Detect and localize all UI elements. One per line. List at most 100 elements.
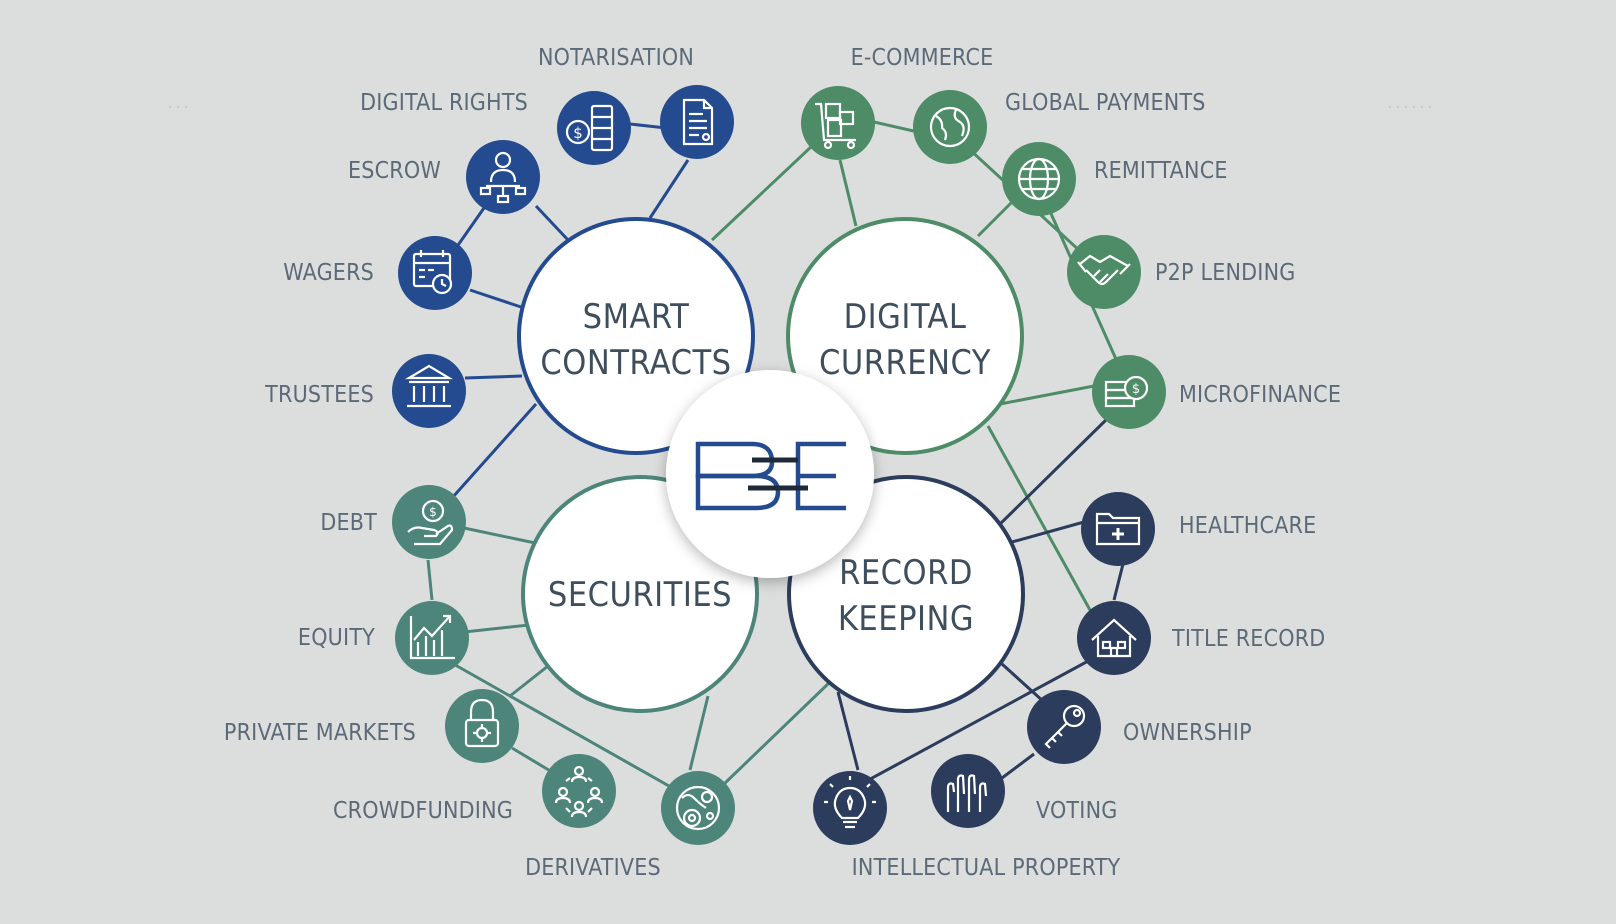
edge-smart-escrow [534, 204, 570, 242]
edge-privatemarkets-crowdfunding [511, 746, 553, 774]
node-label: MICROFINANCE [1179, 382, 1341, 408]
node-ownership[interactable]: OWNERSHIP [1027, 690, 1252, 764]
document-icon [682, 98, 714, 146]
edge-securities-privatemarkets [509, 664, 549, 698]
hand-coin-icon: $ [407, 499, 454, 546]
node-label: E-COMMERCE [851, 45, 994, 71]
node-voting[interactable]: VOTING [931, 754, 1117, 828]
edge-record-microfinance [996, 416, 1110, 528]
decor-dots [168, 105, 1432, 109]
raised-hands-icon [946, 774, 988, 812]
hub-label-line: CONTRACTS [540, 343, 731, 383]
node-notarisation[interactable]: NOTARISATION [538, 45, 734, 159]
node-derivatives[interactable]: DERIVATIVES [525, 771, 735, 881]
edge-currency-remittance [976, 200, 1014, 238]
edge-smart-debt [450, 403, 538, 499]
money-server-icon: $ [565, 104, 614, 152]
node-title-record[interactable]: TITLE RECORD [1077, 601, 1325, 675]
handshake-icon [1077, 254, 1131, 286]
node-intellectual-property[interactable]: INTELLECTUAL PROPERTY [813, 771, 1121, 881]
node-healthcare[interactable]: HEALTHCARE [1081, 492, 1316, 566]
bank-icon [405, 364, 453, 408]
node-private-markets[interactable]: PRIVATE MARKETS [224, 689, 519, 763]
edge-record-healthcare [1011, 520, 1085, 544]
key-icon [1044, 704, 1086, 749]
hub-label-line: CURRENCY [819, 343, 991, 383]
node-remittance[interactable]: REMITTANCE [1002, 142, 1228, 216]
node-trustees[interactable]: TRUSTEES [264, 354, 466, 428]
node-digital-rights[interactable]: $ DIGITAL RIGHTS [360, 90, 631, 165]
edge-securities-derivatives [688, 695, 710, 771]
hub-label-line: SMART [583, 297, 690, 337]
node-label: NOTARISATION [538, 45, 694, 71]
edge-titlerecord-ip [849, 658, 1091, 792]
people-cycle-icon [554, 765, 604, 818]
node-label: DEBT [320, 510, 377, 536]
edge-record-ownership [1000, 662, 1046, 704]
node-label: ESCROW [348, 158, 441, 184]
node-debt[interactable]: $ DEBT [320, 485, 466, 559]
node-label: WAGERS [283, 260, 374, 286]
node-crowdfunding[interactable]: CROWDFUNDING [333, 754, 616, 828]
medical-folder-icon [1095, 512, 1141, 546]
node-label: OWNERSHIP [1123, 720, 1252, 746]
svg-text:$: $ [1132, 382, 1140, 397]
globe-pin-icon [1017, 157, 1061, 201]
person-network-icon [479, 151, 527, 204]
hub-digital-currency: DIGITAL CURRENCY [786, 217, 1024, 455]
lock-gear-icon [464, 698, 500, 748]
edge-debt-equity [426, 559, 434, 601]
edge-record-ip [836, 691, 860, 771]
globe-icon [929, 106, 971, 148]
edge-escrow-wagers [454, 207, 486, 249]
node-label: HEALTHCARE [1179, 513, 1316, 539]
edge-currency-microfinance [999, 384, 1095, 406]
node-escrow[interactable]: ESCROW [348, 140, 540, 214]
node-label: P2P LENDING [1155, 260, 1296, 286]
node-p2p-lending[interactable]: P2P LENDING [1067, 235, 1296, 309]
node-e-commerce[interactable]: E-COMMERCE [801, 45, 993, 160]
house-icon [1091, 618, 1137, 658]
cart-boxes-icon [815, 102, 856, 150]
node-global-payments[interactable]: GLOBAL PAYMENTS [913, 90, 1206, 164]
hub-label-line: SECURITIES [548, 575, 732, 615]
edge-currency-titlerecord [986, 425, 1092, 611]
hub-label-line: DIGITAL [844, 297, 967, 337]
node-wagers[interactable]: WAGERS [283, 236, 472, 310]
node-label: TITLE RECORD [1171, 626, 1325, 652]
cash-stack-icon: $ [1104, 375, 1149, 408]
edge-smart-notarisation [648, 159, 690, 219]
node-label: GLOBAL PAYMENTS [1005, 90, 1206, 116]
node-label: PRIVATE MARKETS [224, 720, 416, 746]
node-equity[interactable]: EQUITY [298, 601, 469, 675]
edge-equity-derivatives [449, 660, 677, 792]
cells-icon [675, 785, 721, 831]
chart-growth-icon [409, 614, 455, 660]
edge-smart-trustees [464, 374, 523, 380]
edge-derivatives-record [722, 680, 832, 786]
edge-securities-debt [463, 526, 541, 546]
node-label: CROWDFUNDING [333, 798, 513, 824]
edge-healthcare-titlerecord [1112, 559, 1126, 601]
node-label: INTELLECTUAL PROPERTY [852, 855, 1121, 881]
node-label: REMITTANCE [1094, 158, 1228, 184]
edge-smart-ecommerce [710, 144, 814, 242]
edge-currency-ecommerce [838, 159, 858, 227]
edge-digitalrights-notarisation [629, 122, 667, 130]
node-microfinance[interactable]: $ MICROFINANCE [1092, 355, 1341, 429]
lightbulb-icon [824, 776, 876, 829]
hub-label-line: RECORD [839, 553, 973, 593]
edge-smart-wagers [469, 288, 525, 310]
calendar-clock-icon [412, 250, 453, 295]
be-logo-icon [666, 370, 874, 578]
node-label: VOTING [1036, 798, 1117, 824]
hub-label-line: KEEPING [838, 599, 974, 639]
svg-text:$: $ [429, 505, 437, 519]
node-label: DERIVATIVES [525, 855, 661, 881]
node-label: TRUSTEES [264, 382, 374, 408]
node-label: DIGITAL RIGHTS [360, 90, 528, 116]
svg-text:$: $ [573, 124, 583, 142]
edge-ecommerce-globalpayments [873, 120, 919, 134]
